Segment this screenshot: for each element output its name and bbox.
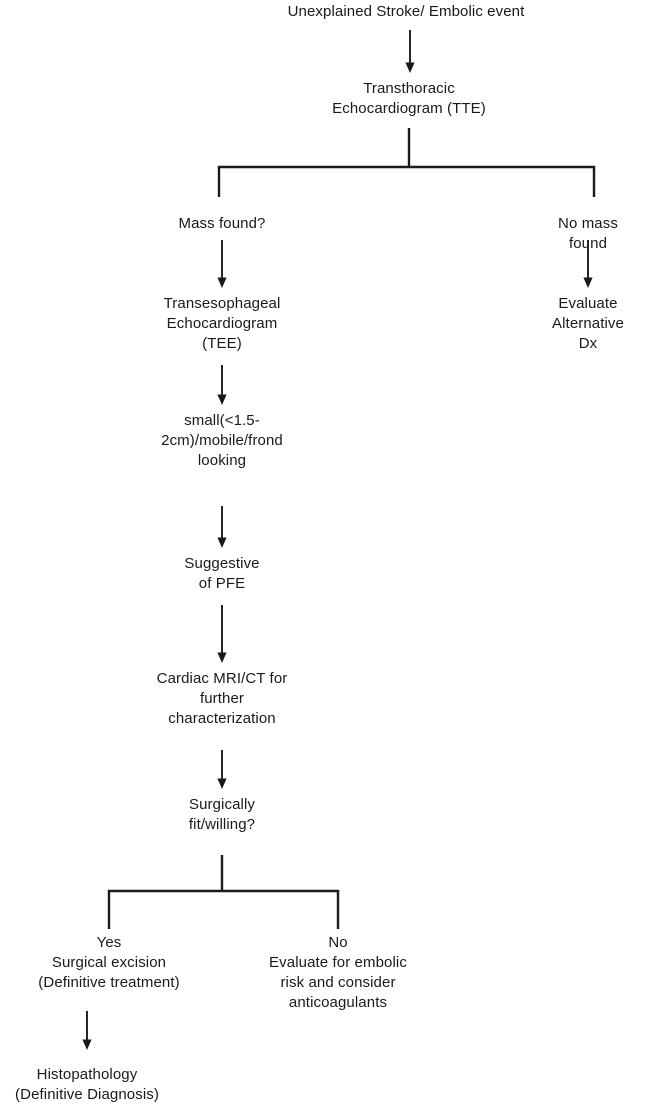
flow-node-unexplained-stroke: Unexplained Stroke/ Embolic event [287,3,525,20]
arrow-connectors [82,30,593,1050]
flow-node-tte: Transthoracic Echocardiogram (TTE) [332,80,486,117]
connector-branch-surgically-fit [107,855,340,929]
connector-branch-tte [217,128,596,197]
flow-node-small-mobile-frond: small(<1.5- 2cm)/mobile/frond looking [161,412,283,469]
flow-node-tee: Transesophageal Echocardiogram (TEE) [163,295,281,352]
flow-node-cardiac-mri-ct: Cardiac MRI/CT for further characterizat… [156,670,288,727]
arrow-mri-to-surgically-head [217,778,227,789]
arrow-suggestive-to-mri-head [217,652,227,663]
flow-node-evaluate-alternative-dx: Evaluate Alternative Dx [552,295,624,352]
flow-node-mass-found: Mass found? [178,215,266,232]
flow-node-yes-surgical-excision: Yes Surgical excision (Definitive treatm… [38,934,180,991]
arrow-excision-to-histopathology-head [82,1039,92,1050]
flow-node-suggestive-of-pfe: Suggestive of PFE [184,555,260,592]
flow-node-surgically-fit-willing: Surgically fit/willing? [188,796,256,833]
arrow-nomass-to-evaluate-head [583,277,593,288]
flow-node-histopathology: Histopathology (Definitive Diagnosis) [15,1066,159,1103]
branch-connectors [107,128,596,929]
flow-node-no-mass-found: No mass found [558,215,618,252]
arrow-tee-to-small-head [217,394,227,405]
flow-node-no-evaluate-embolic: No Evaluate for embolic risk and conside… [269,934,407,1011]
arrow-stroke-to-tte-head [405,62,415,73]
arrow-small-to-suggestive-head [217,537,227,548]
arrow-mass-to-tee-head [217,277,227,288]
